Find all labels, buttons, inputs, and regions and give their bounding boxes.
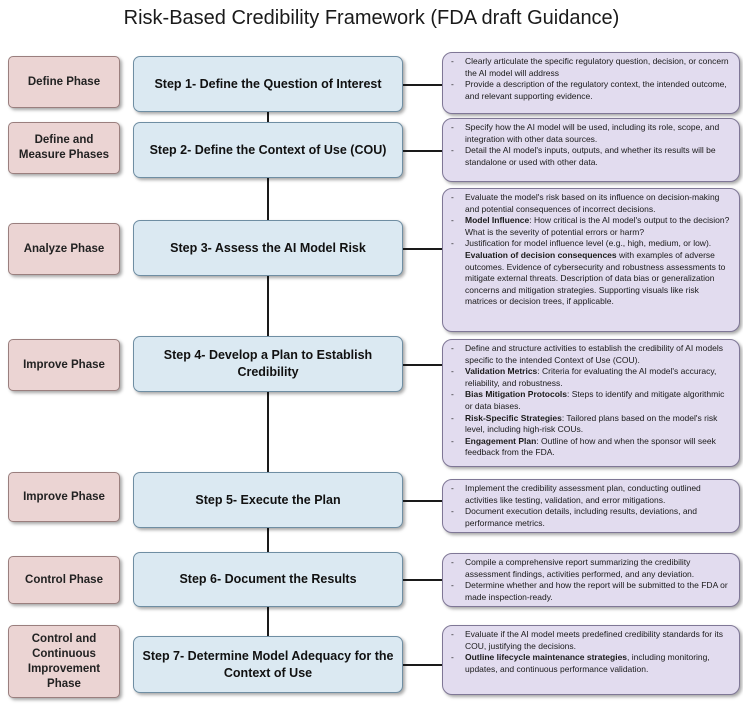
description-item: -Compile a comprehensive report summariz… — [451, 557, 695, 579]
description-item: -Evaluate the model's risk based on its … — [451, 192, 720, 214]
description-item: -Evaluate if the AI model meets predefin… — [451, 629, 723, 651]
description-box-3: -Evaluate the model's risk based on its … — [442, 188, 740, 332]
description-item: -Determine whether and how the report wi… — [451, 580, 728, 602]
step-connector-5 — [403, 500, 442, 502]
description-box-6: -Compile a comprehensive report summariz… — [442, 553, 740, 607]
description-item: -Provide a description of the regulatory… — [451, 79, 727, 101]
phase-box-7: Control and Continuous Improvement Phase — [8, 625, 120, 698]
step-connector-7 — [403, 664, 442, 666]
description-item: -Model Influence: How critical is the AI… — [451, 215, 730, 237]
phase-box-1: Define Phase — [8, 56, 120, 108]
description-item: -Define and structure activities to esta… — [451, 343, 723, 365]
step-connector-1 — [403, 84, 442, 86]
description-box-1: -Clearly articulate the specific regulat… — [442, 52, 740, 114]
step-box-6: Step 6- Document the Results — [133, 552, 403, 607]
description-item: -Clearly articulate the specific regulat… — [451, 56, 729, 78]
description-box-7: -Evaluate if the AI model meets predefin… — [442, 625, 740, 695]
step-connector-4 — [403, 364, 442, 366]
description-item: -Detail the AI model's inputs, outputs, … — [451, 145, 716, 167]
phase-box-6: Control Phase — [8, 556, 120, 604]
step-box-3: Step 3- Assess the AI Model Risk — [133, 220, 403, 276]
step-box-1: Step 1- Define the Question of Interest — [133, 56, 403, 112]
description-box-2: -Specify how the AI model will be used, … — [442, 118, 740, 182]
description-item: -Engagement Plan: Outline of how and whe… — [451, 435, 716, 458]
step-connector-2 — [403, 150, 442, 152]
description-item: Evaluation of decision consequences with… — [465, 249, 726, 307]
step-box-5: Step 5- Execute the Plan — [133, 472, 403, 528]
description-item: -Outline lifecycle maintenance strategie… — [451, 652, 710, 674]
phase-box-3: Analyze Phase — [8, 223, 120, 275]
description-item: -Implement the credibility assessment pl… — [451, 483, 701, 505]
description-item: -Bias Mitigation Protocols: Steps to ide… — [451, 389, 725, 411]
step-box-7: Step 7- Determine Model Adequacy for the… — [133, 636, 403, 693]
step-box-2: Step 2- Define the Context of Use (COU) — [133, 122, 403, 178]
description-item: -Validation Metrics: Criteria for evalua… — [451, 366, 717, 388]
step-box-4: Step 4- Develop a Plan to Establish Cred… — [133, 336, 403, 392]
step-connector-3 — [403, 248, 442, 250]
phase-box-4: Improve Phase — [8, 339, 120, 391]
description-item: -Document execution details, including r… — [451, 506, 697, 528]
description-item: -Justification for model influence level… — [451, 238, 712, 249]
description-box-4: -Define and structure activities to esta… — [442, 339, 740, 467]
phase-box-2: Define and Measure Phases — [8, 122, 120, 174]
description-box-5: -Implement the credibility assessment pl… — [442, 479, 740, 533]
phase-box-5: Improve Phase — [8, 472, 120, 522]
description-item: -Risk-Specific Strategies: Tailored plan… — [451, 412, 718, 435]
diagram-title: Risk-Based Credibility Framework (FDA dr… — [123, 7, 620, 29]
step-connector-6 — [403, 579, 442, 581]
description-item: -Specify how the AI model will be used, … — [451, 122, 720, 144]
